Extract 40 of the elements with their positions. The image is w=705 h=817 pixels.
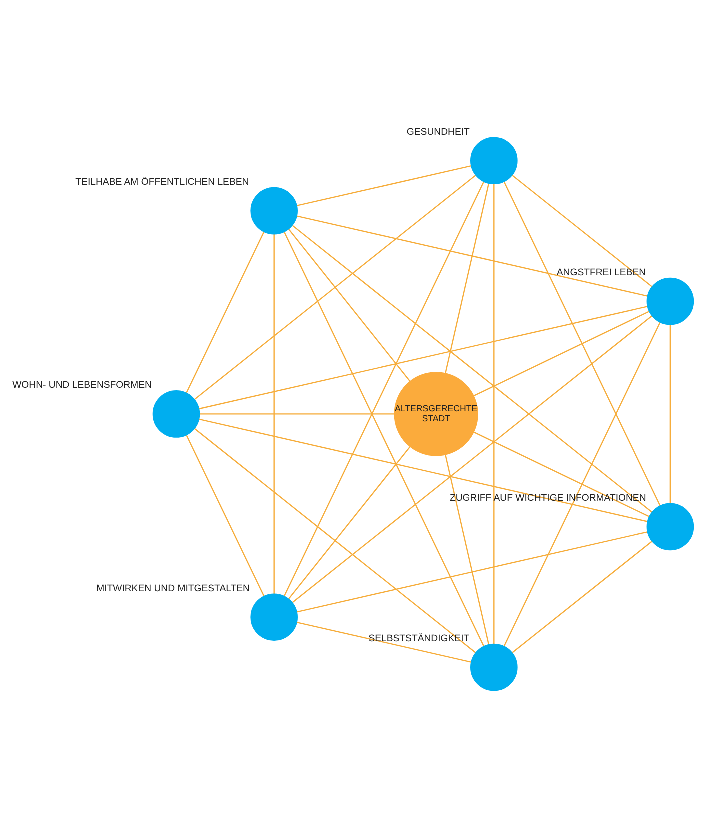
node-circle (470, 643, 518, 691)
node-label: WOHN- UND LEBENSFORMEN (12, 380, 152, 391)
node-circle (646, 502, 694, 550)
node-circle (250, 186, 298, 234)
connector (512, 174, 653, 287)
connector (445, 454, 490, 644)
node-circle (470, 136, 518, 184)
connector (445, 183, 490, 374)
node-label: TEILHABE AM ÖFFENTLICHEN LEBEN (76, 176, 250, 188)
connector (474, 310, 650, 396)
connector (199, 306, 648, 410)
node-circle (152, 390, 200, 438)
connector (494, 184, 495, 644)
connector (474, 431, 650, 517)
connector (297, 164, 472, 206)
connector (186, 231, 265, 393)
connector (284, 181, 485, 596)
connector (194, 428, 476, 653)
node-circle (646, 277, 694, 325)
connector (296, 621, 472, 662)
connector (199, 418, 648, 522)
connector (292, 224, 653, 512)
connector (288, 446, 411, 599)
node-label: GESUNDHEIT (406, 126, 470, 138)
connector (296, 531, 648, 612)
connector (670, 324, 672, 504)
connector (186, 434, 265, 596)
connector (194, 174, 476, 400)
connector (274, 234, 275, 594)
connector (504, 322, 661, 646)
connector (200, 413, 395, 414)
connector (284, 231, 485, 646)
node-label: MITWIRKEN UND MITGESTALTEN (96, 582, 250, 594)
connector (512, 540, 652, 653)
connector (504, 181, 661, 506)
connector (288, 228, 411, 382)
connector (297, 215, 648, 296)
connector (292, 315, 652, 603)
node-circle (250, 593, 298, 641)
node-circle: ALTERSGERECHTE STADT (394, 372, 478, 456)
